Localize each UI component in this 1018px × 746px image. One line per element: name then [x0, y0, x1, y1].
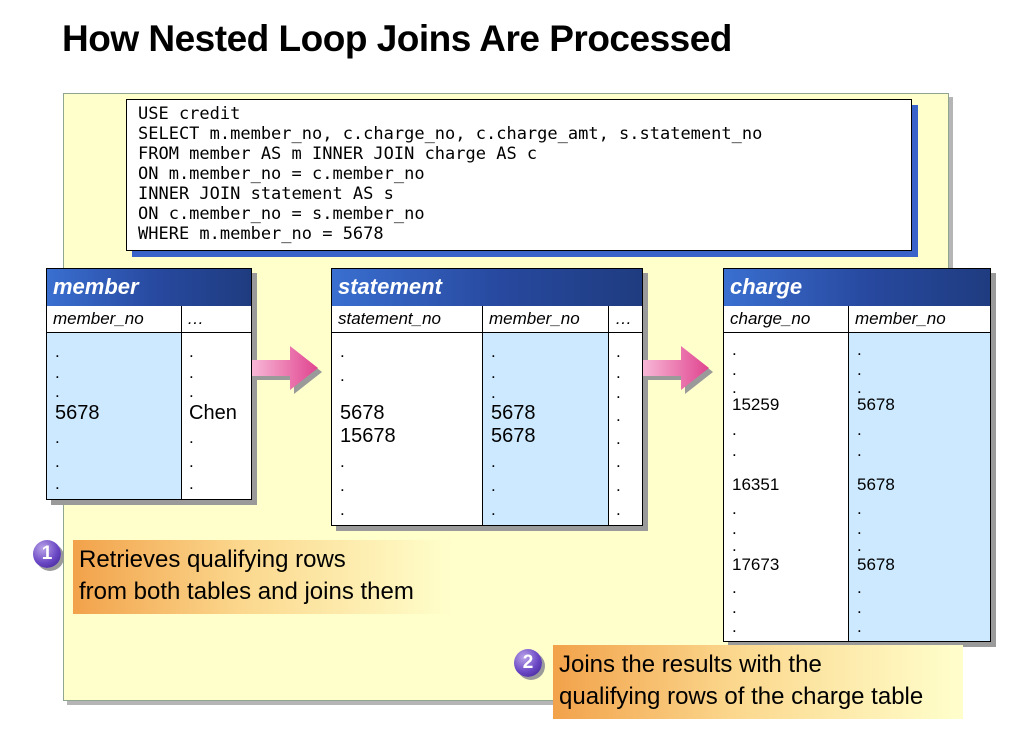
member-cell: .	[55, 342, 60, 361]
charge-cell: .	[732, 519, 737, 538]
statement-col3-body	[609, 333, 642, 525]
statement-cell: .	[340, 500, 345, 519]
charge-cell: .	[857, 360, 862, 379]
charge-cell: .	[732, 598, 737, 617]
charge-col2-body	[849, 333, 990, 641]
charge-cell: 5678	[857, 555, 895, 574]
charge-cell: .	[857, 519, 862, 538]
statement-cell: .	[491, 342, 496, 361]
charge-cell: .	[732, 360, 737, 379]
statement-cell: .	[616, 476, 621, 495]
member-cell: .	[55, 382, 60, 401]
statement-cell: .	[340, 366, 345, 385]
statement-cell: .	[491, 476, 496, 495]
right-arrow-icon	[252, 346, 322, 394]
member-col-more: …	[181, 306, 251, 333]
charge-cell: .	[732, 340, 737, 359]
statement-cell: .	[616, 500, 621, 519]
charge-cell: 17673	[732, 555, 780, 574]
statement-cell: .	[616, 452, 621, 471]
charge-cell: .	[857, 536, 862, 555]
step-2-line1: Joins the results with the	[559, 651, 822, 678]
charge-cell: .	[732, 536, 737, 555]
step-2-line2: qualifying rows of the charge table	[559, 683, 924, 710]
member-cell: .	[189, 428, 194, 447]
charge-cell: .	[857, 598, 862, 617]
charge-table-title: charge	[724, 269, 990, 306]
member-cell: 5678	[55, 402, 100, 424]
statement-cell: .	[491, 452, 496, 471]
statement-cell: 15678	[340, 425, 396, 447]
statement-cell: .	[491, 500, 496, 519]
member-cell: .	[55, 363, 60, 382]
column-divider	[848, 306, 849, 641]
column-divider	[181, 306, 182, 499]
step-2-badge: 2	[514, 649, 542, 677]
statement-cell: 5678	[340, 402, 385, 424]
statement-col-more: …	[609, 306, 642, 333]
statement-cell: .	[340, 342, 345, 361]
member-cell: .	[55, 428, 60, 447]
column-divider	[482, 306, 483, 525]
charge-col-member-no: member_no	[849, 306, 990, 333]
statement-cell: .	[491, 383, 496, 402]
member-col-member-no: member_no	[47, 306, 181, 333]
member-cell: .	[189, 452, 194, 471]
member-table-title: member	[47, 269, 251, 306]
column-divider	[608, 306, 609, 525]
step-1-badge: 1	[33, 540, 61, 568]
member-cell: .	[55, 474, 60, 493]
charge-cell: .	[857, 617, 862, 636]
charge-table: charge charge_no member_no . . . 15259 .…	[723, 268, 991, 642]
charge-cell: .	[732, 420, 737, 439]
member-cell: .	[189, 342, 194, 361]
member-cell: .	[55, 452, 60, 471]
step-1-line2: from both tables and joins them	[79, 578, 414, 605]
charge-cell: .	[857, 378, 862, 397]
member-table: member member_no … . . . 5678 . . . . . …	[46, 268, 252, 500]
charge-cell: .	[857, 420, 862, 439]
member-col1-body	[47, 333, 181, 499]
charge-cell: .	[857, 340, 862, 359]
charge-cell: .	[732, 617, 737, 636]
charge-cell: .	[732, 378, 737, 397]
statement-cell: 5678	[491, 402, 536, 424]
charge-cell: 5678	[857, 475, 895, 494]
step-1-callout: Retrieves qualifying rows from both tabl…	[73, 540, 453, 614]
charge-cell: 5678	[857, 395, 895, 414]
charge-cell: 15259	[732, 395, 780, 414]
step-2-callout: Joins the results with the qualifying ro…	[553, 645, 963, 719]
member-cell: .	[189, 474, 194, 493]
charge-cell: .	[732, 441, 737, 460]
statement-cell: .	[616, 406, 621, 425]
statement-col-member-no: member_no	[483, 306, 608, 333]
charge-col-charge-no: charge_no	[724, 306, 848, 333]
statement-col-statement-no: statement_no	[332, 306, 482, 333]
statement-cell: .	[340, 452, 345, 471]
charge-cell: .	[857, 499, 862, 518]
statement-cell: .	[491, 363, 496, 382]
statement-col2-body	[483, 333, 608, 525]
statement-cell: .	[616, 342, 621, 361]
member-cell: Chen	[189, 402, 237, 424]
member-cell: .	[189, 363, 194, 382]
statement-cell: .	[340, 476, 345, 495]
charge-cell: .	[732, 578, 737, 597]
statement-cell: .	[616, 363, 621, 382]
statement-cell: 5678	[491, 425, 536, 447]
member-cell: .	[189, 382, 194, 401]
statement-cell: .	[616, 429, 621, 448]
statement-table-title: statement	[332, 269, 642, 306]
charge-cell: .	[732, 499, 737, 518]
sql-query: USE credit SELECT m.member_no, c.charge_…	[126, 99, 912, 251]
page-title: How Nested Loop Joins Are Processed	[62, 18, 732, 59]
statement-cell: .	[616, 383, 621, 402]
step-1-line1: Retrieves qualifying rows	[79, 546, 346, 573]
right-arrow-icon	[643, 346, 713, 394]
statement-table: statement statement_no member_no … . . 5…	[331, 268, 643, 526]
charge-cell: .	[857, 578, 862, 597]
charge-cell: 16351	[732, 475, 780, 494]
charge-cell: .	[857, 441, 862, 460]
